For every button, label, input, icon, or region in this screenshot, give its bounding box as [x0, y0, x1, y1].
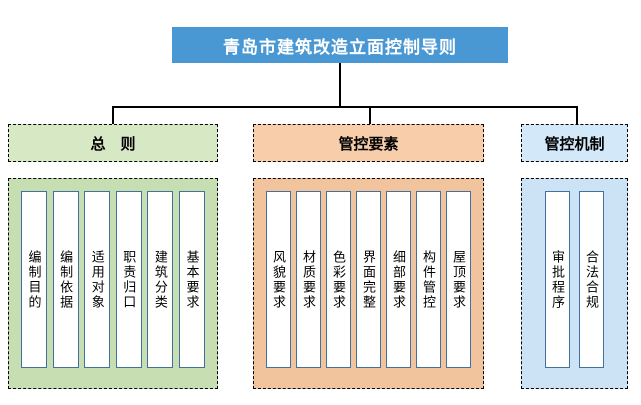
section-general: 总 则 编制目的编制依据适用对象职责归口建筑分类基本要求: [8, 124, 218, 389]
section-general-header: 总 则: [8, 124, 218, 162]
item-box: 风貌要求: [266, 191, 291, 368]
drop-line-elements: [369, 106, 371, 125]
section-general-items: 编制目的编制依据适用对象职责归口建筑分类基本要求: [8, 178, 218, 389]
section-elements-items: 风貌要求材质要求色彩要求界面完整细部要求构件管控屋顶要求: [253, 178, 484, 389]
drop-line-mechanism: [576, 106, 578, 125]
item-box: 合法合规: [579, 191, 604, 368]
trunk-connector-line: [339, 63, 341, 107]
section-elements-header: 管控要素: [253, 124, 484, 162]
item-box: 编制目的: [21, 191, 47, 368]
item-box: 界面完整: [356, 191, 381, 368]
item-box: 构件管控: [416, 191, 441, 368]
item-box: 适用对象: [84, 191, 111, 368]
section-elements: 管控要素 风貌要求材质要求色彩要求界面完整细部要求构件管控屋顶要求: [253, 124, 484, 389]
chart-title: 青岛市建筑改造立面控制导则: [172, 27, 508, 63]
item-box: 细部要求: [386, 191, 411, 368]
branch-rail-line: [112, 106, 578, 108]
item-box: 建筑分类: [147, 191, 174, 368]
item-box: 编制依据: [52, 191, 79, 368]
item-box: 色彩要求: [326, 191, 351, 368]
drop-line-general: [112, 106, 114, 125]
section-mechanism-header: 管控机制: [521, 124, 628, 162]
section-mechanism-items: 审批程序合法合规: [521, 178, 628, 389]
item-box: 屋顶要求: [446, 191, 471, 368]
item-box: 审批程序: [545, 191, 570, 368]
item-box: 基本要求: [178, 191, 205, 368]
item-box: 材质要求: [296, 191, 321, 368]
section-mechanism: 管控机制 审批程序合法合规: [521, 124, 628, 389]
item-box: 职责归口: [115, 191, 142, 368]
